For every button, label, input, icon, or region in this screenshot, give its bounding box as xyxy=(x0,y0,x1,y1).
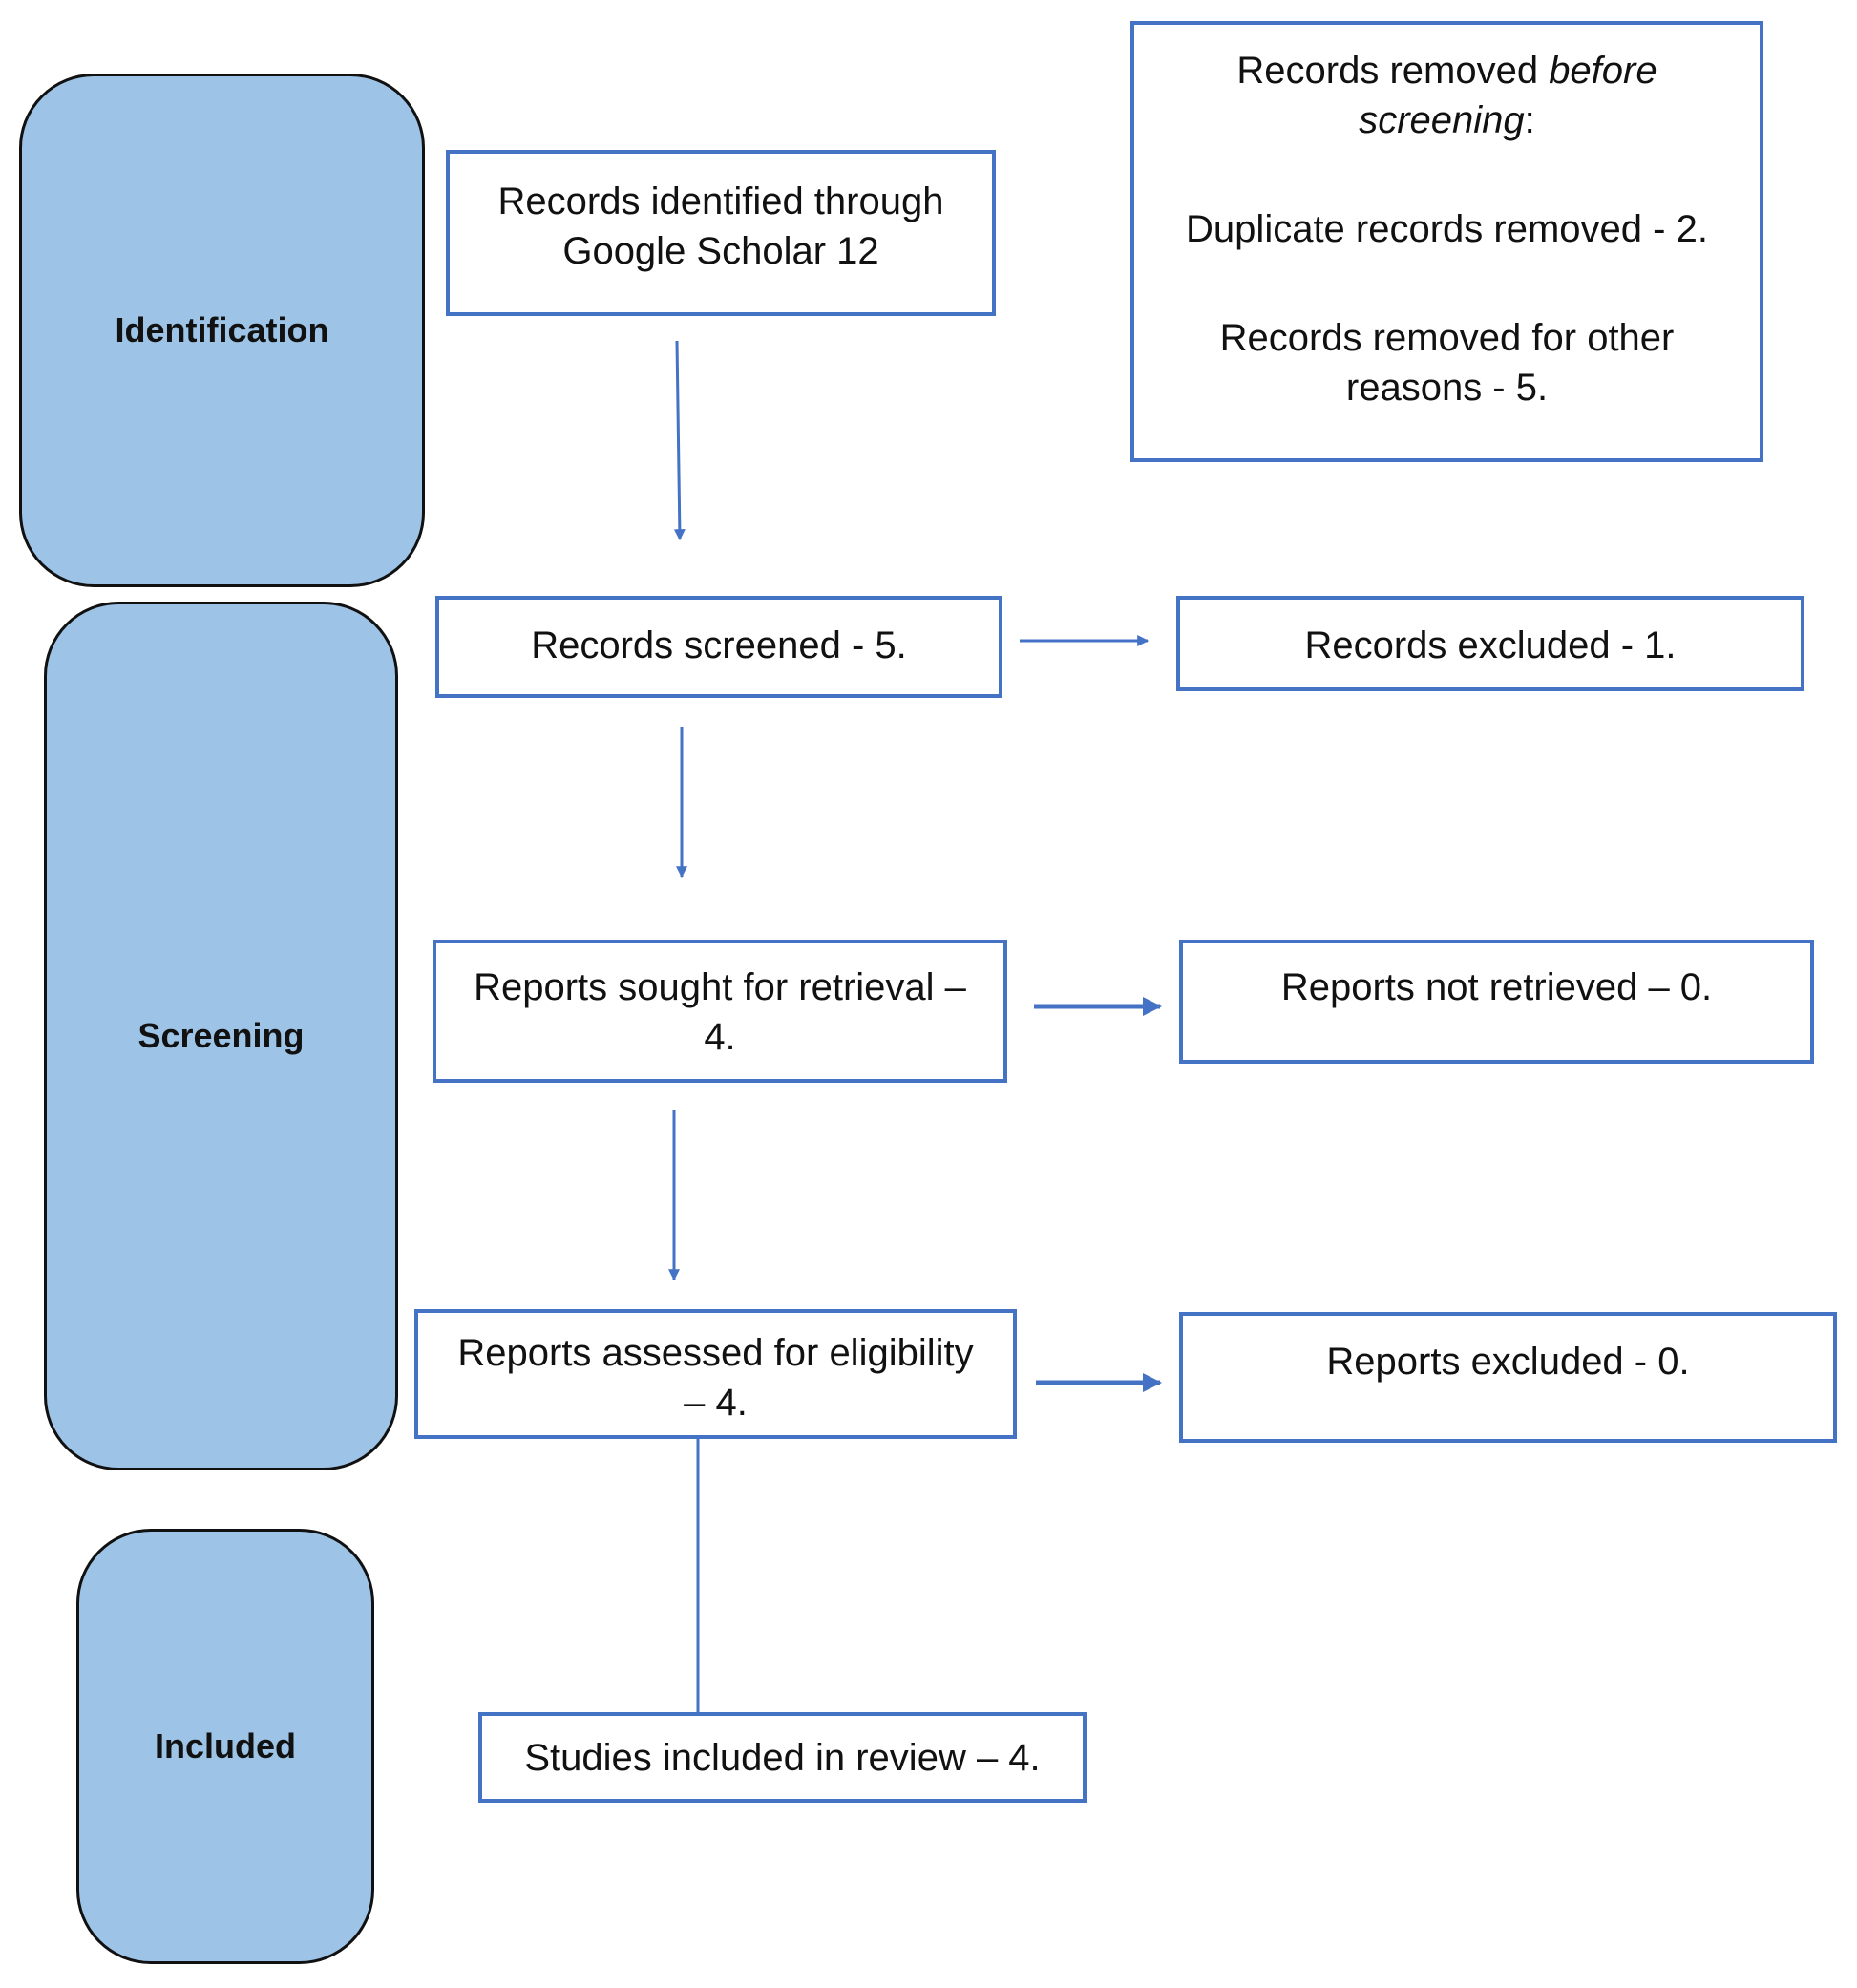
reports-not-retrieved-box: Reports not retrieved – 0. xyxy=(1179,940,1814,1064)
phase-included-label: Included xyxy=(154,1726,296,1766)
studies-included-box: Studies included in review – 4. xyxy=(478,1712,1087,1803)
records-removed-box: Records removed before screening: Duplic… xyxy=(1130,21,1763,462)
records-excluded-box: Records excluded - 1. xyxy=(1176,596,1804,691)
records-identified-line2: Google Scholar 12 xyxy=(562,230,879,272)
records-removed-other-line1: Records removed for other xyxy=(1219,317,1675,359)
studies-included-label: Studies included in review – 4. xyxy=(524,1737,1041,1779)
reports-excluded-label: Reports excluded - 0. xyxy=(1326,1341,1690,1383)
arrow-identified-to-screened xyxy=(673,340,686,541)
records-removed-title-cont: screening: xyxy=(1359,99,1535,141)
reports-sought-line2: 4. xyxy=(704,1016,736,1058)
records-removed-other-line2: reasons - 5. xyxy=(1345,367,1549,409)
records-identified-box: Records identified through Google Schola… xyxy=(446,150,996,316)
records-removed-title: Records removed before xyxy=(1236,50,1657,92)
reports-assessed-box: Reports assessed for eligibility – 4. xyxy=(414,1309,1017,1439)
reports-assessed-line1: Reports assessed for eligibility xyxy=(457,1332,974,1374)
phase-identification: Identification xyxy=(19,74,425,587)
reports-excluded-box: Reports excluded - 0. xyxy=(1179,1312,1837,1443)
phase-included: Included xyxy=(76,1529,374,1964)
reports-not-retrieved-label: Reports not retrieved – 0. xyxy=(1280,966,1713,1008)
phase-screening-label: Screening xyxy=(137,1016,305,1055)
phase-identification-label: Identification xyxy=(115,310,329,349)
records-screened-label: Records screened - 5. xyxy=(531,624,907,666)
phase-screening: Screening xyxy=(44,602,398,1470)
reports-sought-box: Reports sought for retrieval – 4. xyxy=(433,940,1007,1083)
duplicate-records-removed: Duplicate records removed - 2. xyxy=(1186,208,1708,250)
records-identified-line1: Records identified through xyxy=(497,180,944,222)
records-excluded-label: Records excluded - 1. xyxy=(1304,624,1677,666)
reports-assessed-line2: – 4. xyxy=(684,1382,748,1424)
reports-sought-line1: Reports sought for retrieval – xyxy=(474,966,966,1008)
records-screened-box: Records screened - 5. xyxy=(435,596,1002,698)
